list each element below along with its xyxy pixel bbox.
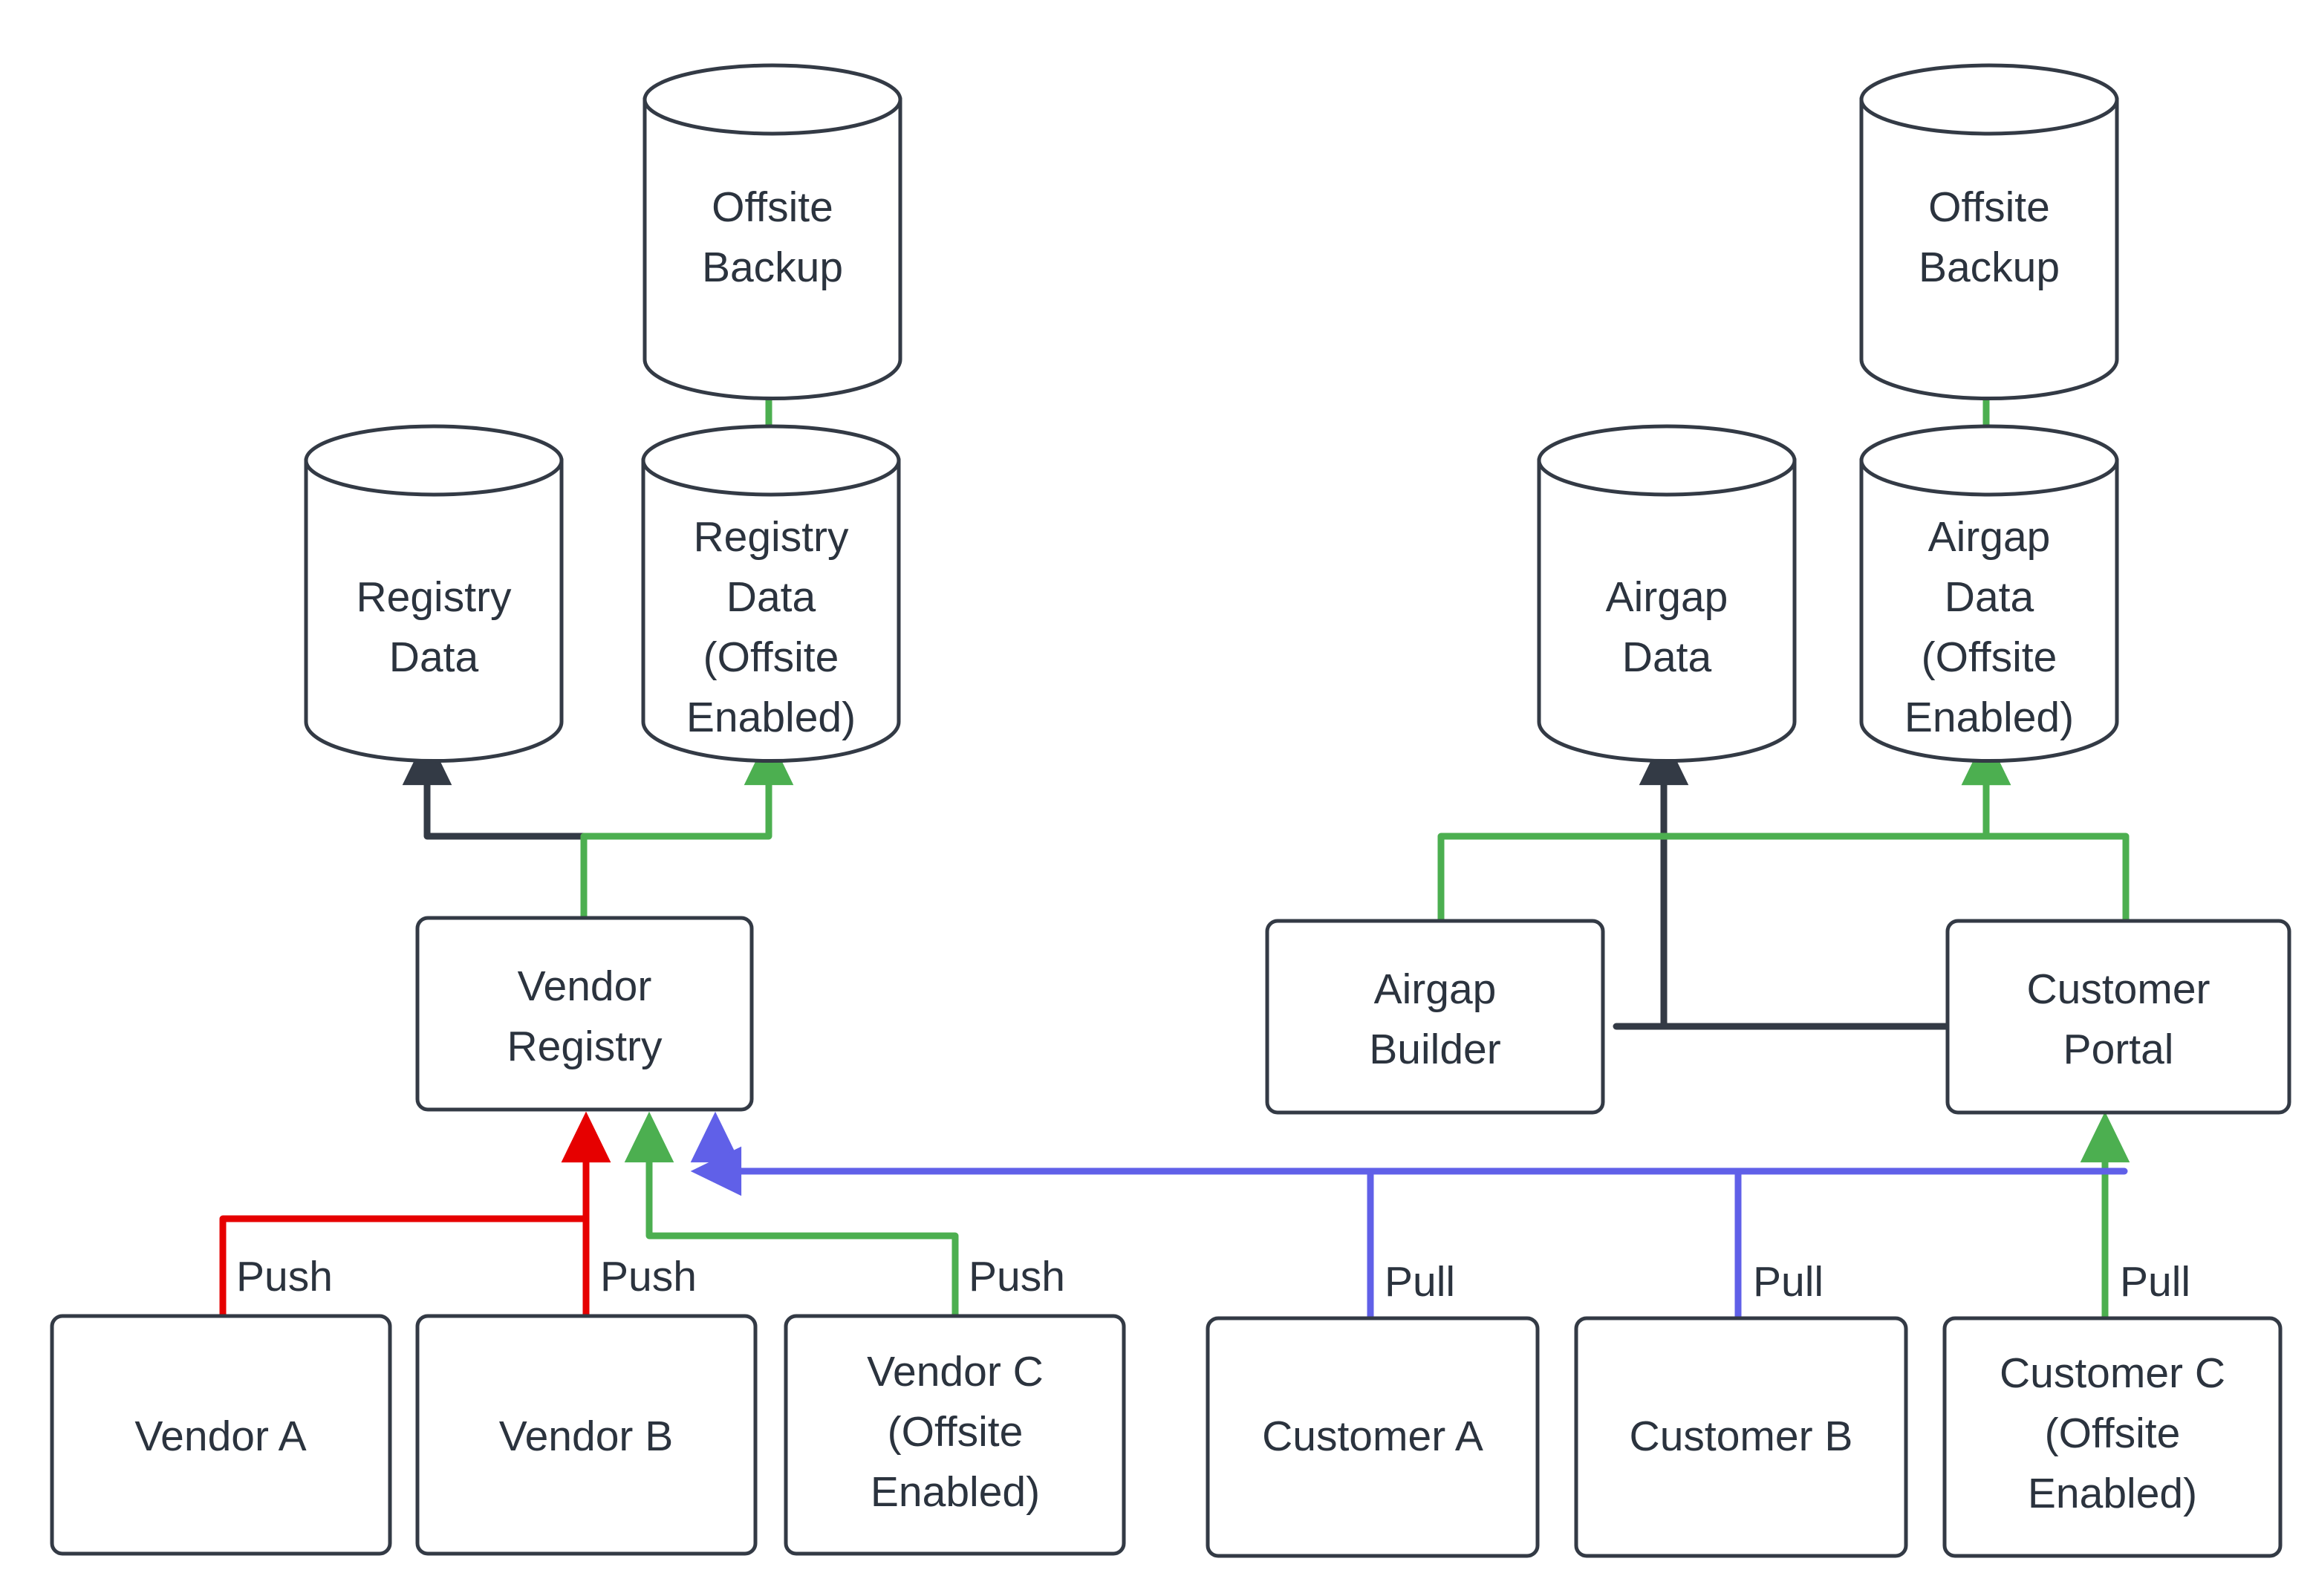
- node-offsite-backup-right[interactable]: Offsite Backup: [1859, 63, 2119, 401]
- vendor-b-label: Vendor B: [499, 1413, 674, 1460]
- customer-portal-line2: Portal: [2063, 1026, 2174, 1073]
- edge-label-push-a: Push: [236, 1253, 333, 1300]
- registry-data-offsite-line4: Enabled): [686, 694, 856, 741]
- node-airgap-builder[interactable]: Airgap Builder: [1265, 919, 1605, 1115]
- customer-c-line2: (Offsite: [2045, 1410, 2181, 1457]
- airgap-data-line1: Airgap: [1606, 573, 1728, 621]
- edge-vendor-c-to-registry: [624, 1111, 959, 1318]
- node-registry-data-offsite[interactable]: Registry Data (Offsite Enabled): [641, 424, 901, 763]
- vendor-a-label: Vendor A: [134, 1413, 306, 1460]
- registry-data-line1: Registry: [356, 573, 512, 621]
- customer-a-label: Customer A: [1262, 1413, 1483, 1460]
- registry-data-offsite-line2: Data: [726, 573, 816, 621]
- node-customer-b[interactable]: Customer B: [1574, 1316, 1908, 1558]
- edge-registry-to-registry-data: [402, 734, 588, 920]
- airgap-data-offsite-line2: Data: [1945, 573, 2034, 621]
- edge-label-pull-a: Pull: [1385, 1258, 1455, 1306]
- node-vendor-b[interactable]: Vendor B: [415, 1314, 758, 1556]
- edge-builder-to-airgap-offsite: [1437, 734, 2011, 923]
- edge-portal-to-airgap-offsite: [1961, 734, 2130, 923]
- customer-c-line3: Enabled): [2028, 1470, 2197, 1517]
- edge-label-push-c: Push: [969, 1253, 1065, 1300]
- offsite-backup-right-line1: Offsite: [1928, 183, 2050, 231]
- offsite-backup-left-line1: Offsite: [712, 183, 833, 231]
- vendor-c-line2: (Offsite: [888, 1408, 1024, 1456]
- edge-registry-to-registry-data-offsite: [580, 734, 794, 920]
- edge-label-pull-c: Pull: [2120, 1258, 2190, 1306]
- registry-data-offsite-line1: Registry: [693, 513, 849, 561]
- airgap-builder-line1: Airgap: [1374, 965, 1497, 1013]
- airgap-data-offsite-line1: Airgap: [1928, 513, 2051, 561]
- vendor-registry-line2: Registry: [507, 1023, 663, 1070]
- airgap-builder-line2: Builder: [1369, 1026, 1500, 1073]
- node-customer-portal[interactable]: Customer Portal: [1945, 919, 2291, 1115]
- edge-label-pull-b: Pull: [1753, 1258, 1824, 1306]
- node-vendor-registry[interactable]: Vendor Registry: [415, 916, 754, 1112]
- vendor-c-line3: Enabled): [871, 1468, 1040, 1516]
- node-vendor-a[interactable]: Vendor A: [50, 1314, 392, 1556]
- registry-data-line2: Data: [389, 633, 479, 681]
- offsite-backup-right-line2: Backup: [1919, 244, 2060, 291]
- customer-c-line1: Customer C: [2000, 1349, 2225, 1397]
- edge-label-push-b: Push: [600, 1253, 697, 1300]
- node-airgap-data-offsite[interactable]: Airgap Data (Offsite Enabled): [1859, 424, 2119, 763]
- node-customer-a[interactable]: Customer A: [1206, 1316, 1540, 1558]
- airgap-data-line2: Data: [1622, 633, 1712, 681]
- edge-customer-b-to-registry: [690, 1146, 1742, 1322]
- airgap-data-offsite-line3: (Offsite: [1922, 633, 2057, 681]
- airgap-data-offsite-line4: Enabled): [1904, 694, 2074, 741]
- registry-data-offsite-line3: (Offsite: [703, 633, 839, 681]
- vendor-registry-line1: Vendor: [518, 963, 652, 1010]
- node-registry-data[interactable]: Registry Data: [304, 424, 564, 763]
- offsite-backup-left-line2: Backup: [702, 244, 843, 291]
- node-offsite-backup-left[interactable]: Offsite Backup: [642, 63, 902, 401]
- node-vendor-c[interactable]: Vendor C (Offsite Enabled): [784, 1314, 1126, 1556]
- customer-portal-line1: Customer: [2026, 965, 2210, 1013]
- node-customer-c[interactable]: Customer C (Offsite Enabled): [1942, 1316, 2283, 1558]
- node-airgap-data[interactable]: Airgap Data: [1537, 424, 1797, 763]
- customer-b-label: Customer B: [1630, 1413, 1853, 1460]
- vendor-c-line1: Vendor C: [867, 1348, 1044, 1395]
